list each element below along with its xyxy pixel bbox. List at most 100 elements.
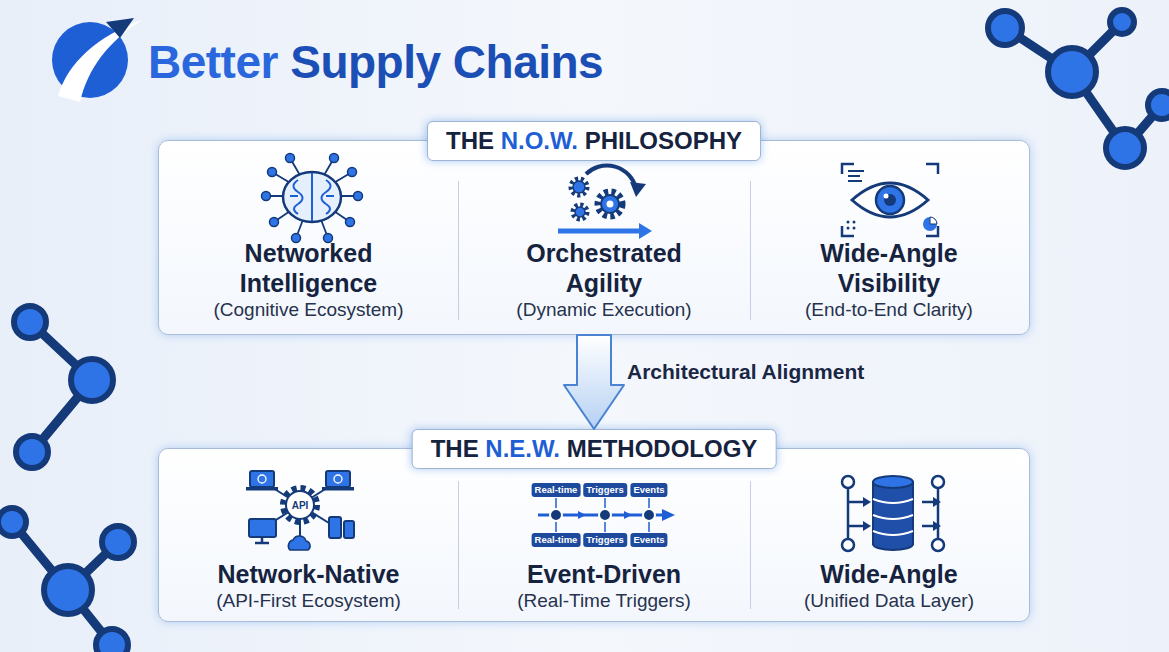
event-tag: Events — [630, 533, 667, 547]
pillar-subtitle: (End-to-End Clarity) — [805, 299, 973, 321]
flow-arrowhead — [639, 223, 652, 239]
molecule-atom — [0, 508, 26, 536]
molecule-atom — [14, 306, 46, 338]
api-label: API — [292, 500, 309, 511]
event-timeline-icon — [538, 498, 675, 532]
network-dot — [324, 234, 333, 243]
network-dot — [354, 192, 363, 201]
pillar-subtitle: (Dynamic Execution) — [516, 299, 691, 321]
gear-hole — [607, 201, 614, 208]
cycle-arrowhead — [630, 182, 646, 197]
eye-pupil — [884, 194, 896, 206]
timeline-arrowhead — [662, 509, 675, 521]
molecule-bond — [1005, 22, 1162, 148]
data-node-dot — [842, 476, 854, 488]
grid-dot — [853, 221, 856, 224]
gear-teeth — [283, 488, 317, 522]
molecule-atom — [988, 11, 1022, 45]
data-node-dot — [932, 539, 944, 551]
pillar-subtitle: (Cognitive Ecosystem) — [213, 299, 403, 321]
logo-wedge — [106, 18, 134, 38]
grid-dot — [847, 221, 850, 224]
molecule-decoration — [12, 22, 1162, 645]
logo-disc — [52, 22, 128, 98]
network-dot — [346, 218, 355, 227]
network-dot — [292, 234, 301, 243]
gear-body — [601, 195, 619, 213]
network-dot — [348, 168, 357, 177]
brain-fold — [290, 173, 334, 221]
molecule-atom — [102, 526, 134, 558]
gear-teeth — [573, 205, 587, 219]
eye-visibility-icon — [842, 164, 938, 236]
pillar-title: Wide-Angle — [820, 559, 957, 589]
cycle-arrow — [586, 165, 636, 188]
grid-dot — [847, 227, 850, 230]
gear-body — [286, 491, 314, 519]
flow-arrow — [558, 229, 640, 234]
data-node-dot — [932, 476, 944, 488]
pillar-subtitle: (Unified Data Layer) — [804, 590, 974, 612]
section-heading: THE N.O.W. PHILOSOPHY — [427, 121, 761, 161]
globe-mark — [258, 475, 266, 483]
logo — [52, 18, 142, 102]
molecule-atom — [1106, 129, 1144, 167]
laptop-base — [246, 487, 278, 491]
molecule-atom — [16, 436, 48, 468]
event-tag: Real-time — [532, 533, 581, 547]
pillar-subtitle: (API-First Ecosystem) — [216, 590, 401, 612]
molecule-atom — [1148, 91, 1169, 119]
network-link — [266, 158, 358, 238]
alignment-arrow — [564, 335, 624, 429]
cylinder-top — [873, 476, 913, 488]
timeline-chevron — [578, 511, 632, 519]
event-tag: Events — [630, 483, 667, 497]
pillar-title: Wide-Angle Visibility — [784, 238, 994, 298]
gear-teeth — [598, 192, 622, 216]
column-divider — [750, 181, 751, 320]
monitor-stand — [255, 537, 269, 543]
phone-device — [329, 517, 341, 538]
brain-outline — [283, 172, 341, 222]
molecule-atom — [44, 566, 92, 614]
pillar-column: Wide-Angle Visibility(End-to-End Clarity… — [750, 141, 1028, 334]
timeline-line — [538, 514, 664, 517]
event-dot — [550, 509, 562, 521]
tag-stem — [556, 498, 649, 532]
pillar-column: Networked Intelligence(Cognitive Ecosyst… — [159, 141, 458, 334]
eye-outline — [852, 183, 928, 217]
pillar-column: Orchestrated Agility(Dynamic Execution) — [458, 141, 750, 334]
gear-body — [573, 181, 585, 193]
column-divider — [458, 181, 459, 320]
hub-link — [262, 481, 338, 542]
molecule-decoration — [0, 10, 1169, 652]
data-node-dot — [842, 539, 854, 551]
laptop-screen — [326, 471, 350, 487]
pillar-title: Orchestrated Agility — [499, 238, 709, 298]
api-hub-icon — [246, 471, 354, 550]
molecule-atom — [71, 359, 113, 401]
molecule-bond — [30, 322, 92, 452]
pie-slice — [930, 217, 937, 224]
monitor-screen — [249, 519, 276, 537]
pillar-subtitle: (Real-Time Triggers) — [517, 590, 691, 612]
network-dot — [286, 154, 295, 163]
pillar-column: Network-Native(API-First Ecosystem) — [159, 449, 458, 621]
disc-separator — [873, 499, 913, 535]
event-tag: Real-time — [532, 483, 581, 497]
network-dot — [262, 192, 271, 201]
brain-network-icon — [262, 154, 363, 243]
molecule-atom — [1048, 48, 1096, 96]
molecule-bond — [12, 522, 118, 645]
cylinder-base — [873, 538, 913, 550]
column-divider — [750, 481, 751, 609]
event-dot — [599, 509, 611, 521]
globe-mark — [334, 475, 342, 483]
event-tag: Triggers — [583, 533, 627, 547]
event-tag: Triggers — [583, 483, 627, 497]
column-divider — [458, 481, 459, 609]
gear-body — [575, 207, 585, 217]
